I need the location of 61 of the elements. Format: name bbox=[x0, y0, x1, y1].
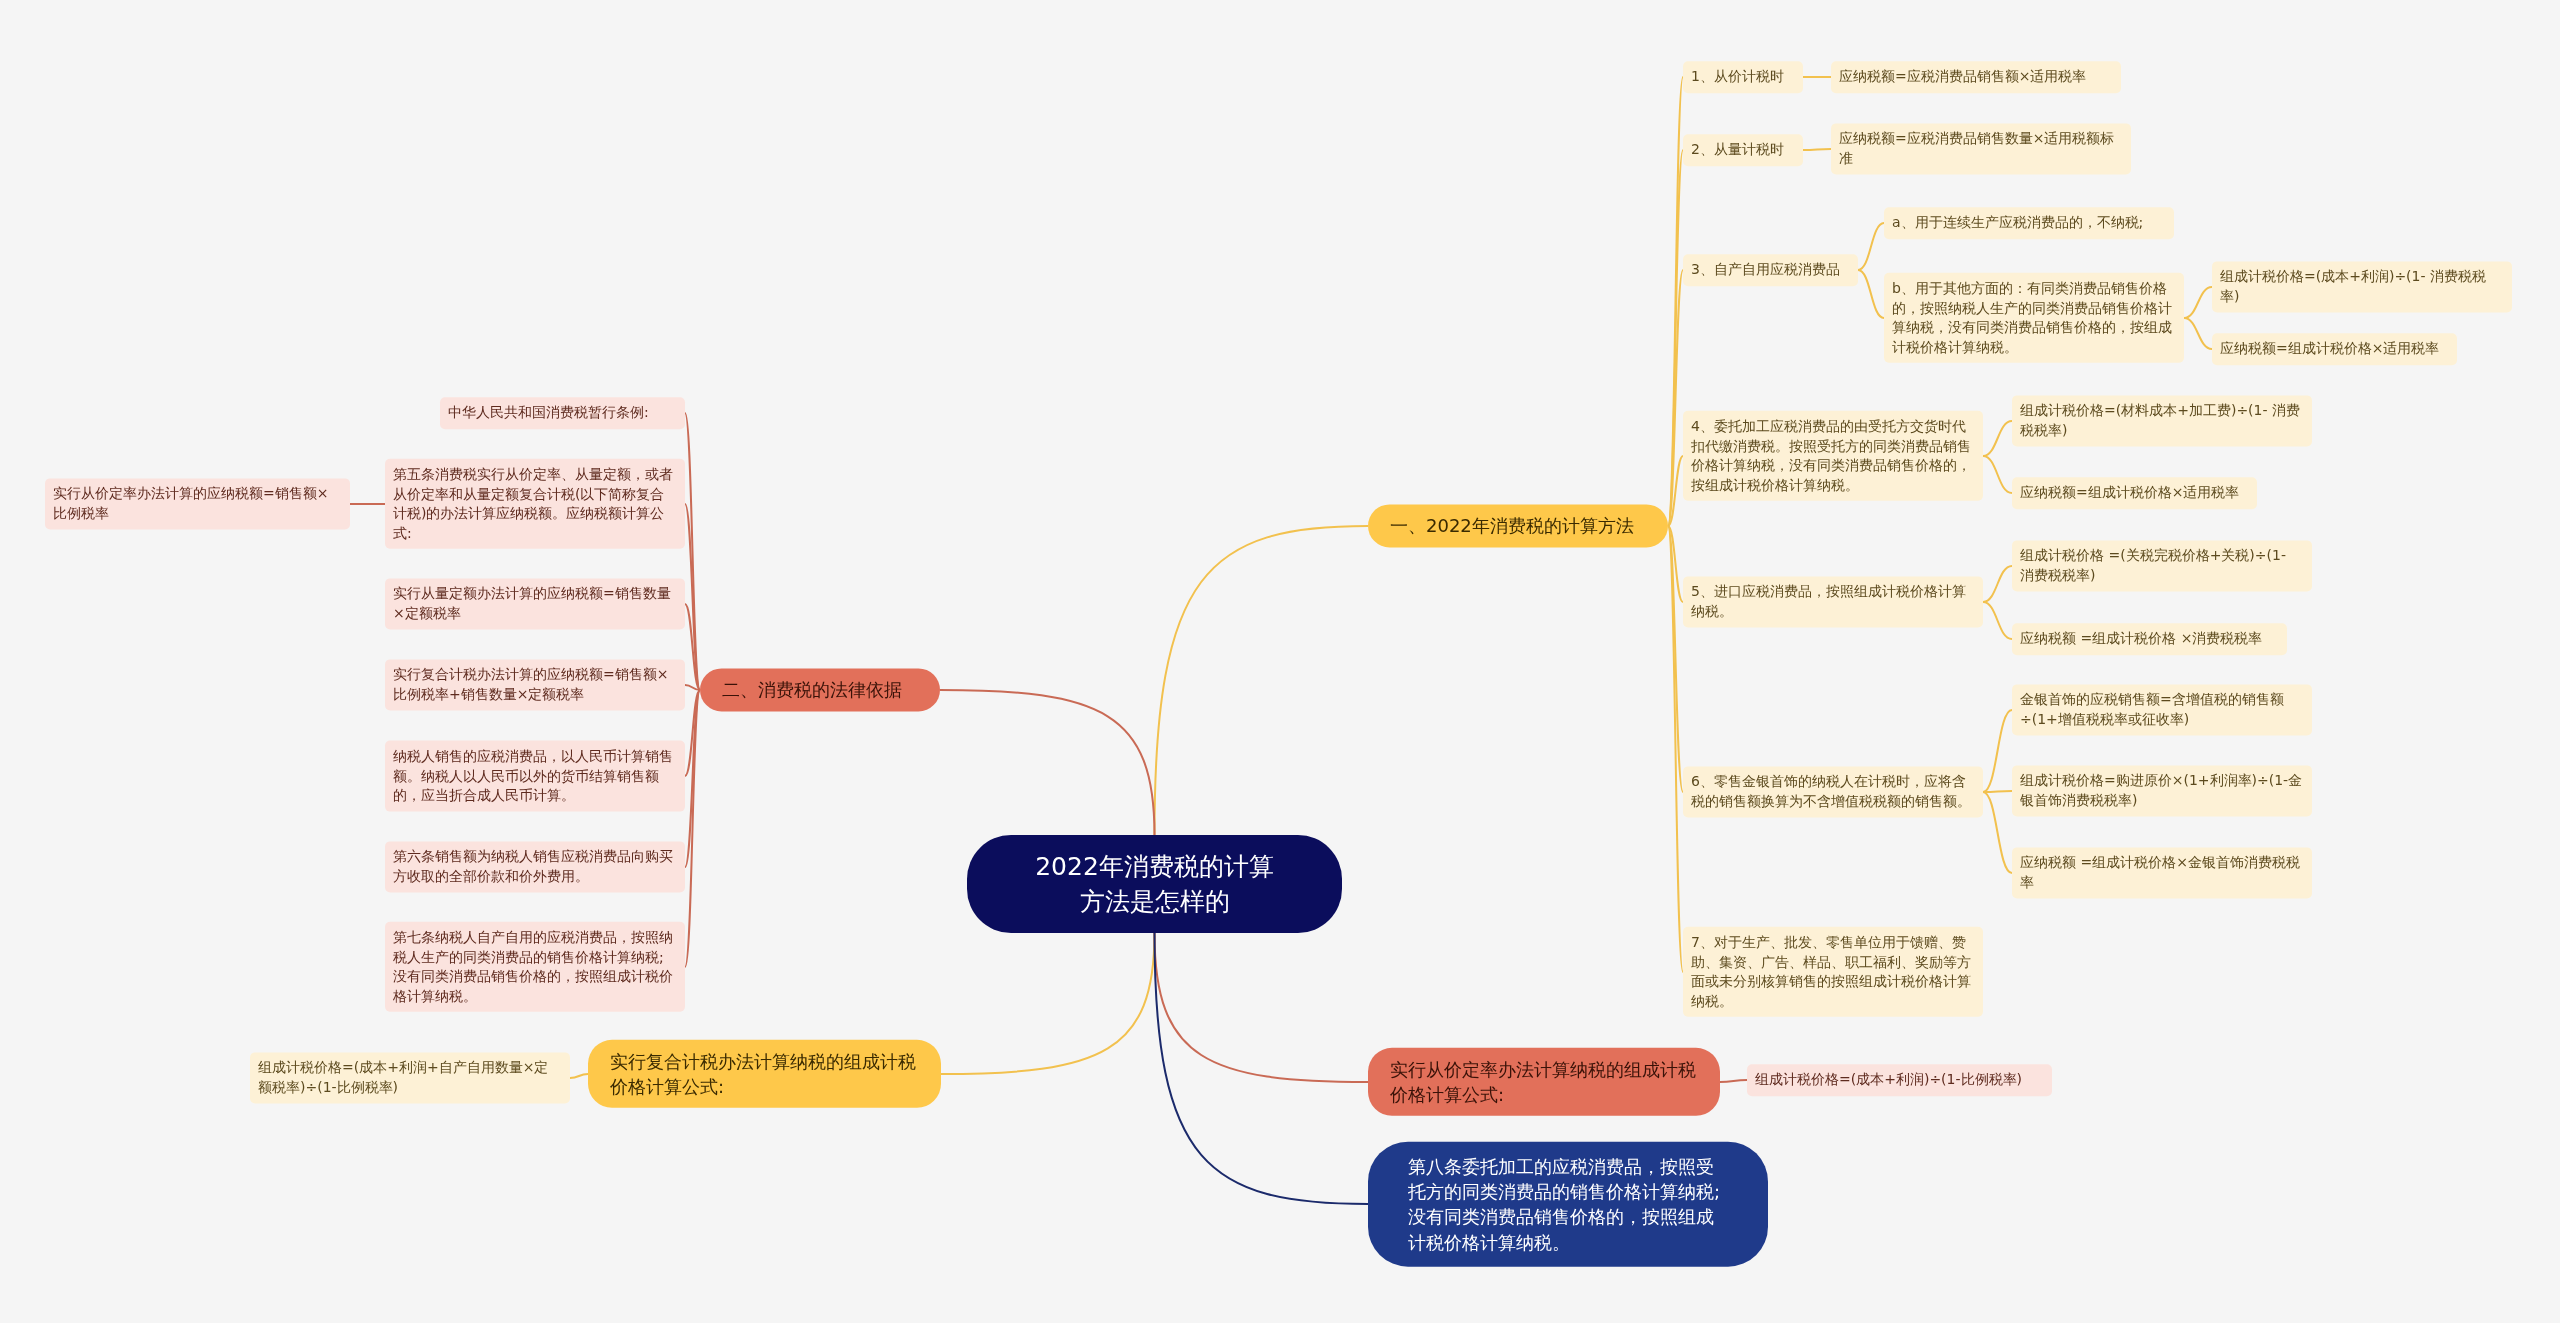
subtopic-card: 5、进口应税消费品，按照组成计税价格计算纳税。 bbox=[1683, 576, 1983, 628]
connector-line bbox=[1667, 269, 1684, 527]
subtopic-card: 组成计税价格 =(关税完税价格+关税)÷(1- 消费税税率) bbox=[2012, 540, 2312, 592]
connector-line bbox=[1982, 791, 2013, 874]
subtopic-card: 实行从价定率办法计算的应纳税额=销售额×比例税率 bbox=[45, 478, 350, 530]
central-topic: 2022年消费税的计算方法是怎样的 bbox=[967, 835, 1342, 933]
subtopic-card: 组成计税价格=(成本+利润)÷(1-比例税率) bbox=[1747, 1064, 2052, 1096]
connector-line bbox=[1982, 455, 2013, 494]
connector-line bbox=[2183, 317, 2213, 350]
connector-line bbox=[684, 603, 701, 691]
branch-topic: 实行从价定率办法计算纳税的组成计税价格计算公式: bbox=[1368, 1047, 1720, 1117]
subtopic-card: 第五条消费税实行从价定率、从量定额，或者从价定率和从量定额复合计税(以下简称复合计税)的办法计算应纳税额。应纳税额计算公式: bbox=[385, 458, 685, 550]
branch-topic: 实行复合计税办法计算纳税的组成计税价格计算公式: bbox=[588, 1039, 941, 1109]
connector-line bbox=[684, 684, 701, 691]
subtopic-card: 1、从价计税时 bbox=[1683, 61, 1803, 93]
subtopic-card: 第七条纳税人自产自用的应税消费品，按照纳税人生产的同类消费品的销售价格计算纳税;没有同类消费品销售价格的，按照组成计税价格计算纳税。 bbox=[385, 921, 685, 1013]
subtopic-card: 6、零售金银首饰的纳税人在计税时，应将含税的销售额换算为不含增值税税额的销售额。 bbox=[1683, 766, 1983, 818]
subtopic-card: 应纳税额=组成计税价格×适用税率 bbox=[2012, 477, 2257, 509]
subtopic-card: 应纳税额=组成计税价格×适用税率 bbox=[2212, 333, 2457, 365]
subtopic-card: b、用于其他方面的：有同类消费品销售价格的，按照纳税人生产的同类消费品销售价格计算纳税，没有同类消费品销售价格的，按组成计税价格计算纳税。 bbox=[1884, 272, 2184, 364]
branch-topic: 一、2022年消费税的计算方法 bbox=[1368, 504, 1668, 548]
connector-line bbox=[939, 689, 1156, 836]
subtopic-card: 应纳税额=应税消费品销售额×适用税率 bbox=[1831, 61, 2121, 93]
connector-line bbox=[1719, 1079, 1748, 1083]
subtopic-card: 应纳税额=应税消费品销售数量×适用税额标准 bbox=[1831, 123, 2131, 175]
connector-line bbox=[1802, 76, 1832, 78]
subtopic-card: 组成计税价格=(材料成本+加工费)÷(1- 消费税税率) bbox=[2012, 395, 2312, 447]
subtopic-card: 纳税人销售的应税消费品，以人民币计算销售额。纳税人以人民币以外的货币结算销售额的，应当折合成人民币计算。 bbox=[385, 740, 685, 812]
subtopic-card: 4、委托加工应税消费品的由受托方交货时代扣代缴消费税。按照受托方的同类消费品销售价格计算纳税，没有同类消费品销售价格的，按组成计税价格计算纳税。 bbox=[1683, 410, 1983, 502]
connector-line bbox=[1857, 269, 1885, 319]
connector-line bbox=[569, 1073, 589, 1079]
subtopic-card: 金银首饰的应税销售额=含增值税的销售额÷(1+增值税税率或征收率) bbox=[2012, 684, 2312, 736]
subtopic-card: 7、对于生产、批发、零售单位用于馈赠、赞助、集资、广告、样品、职工福利、奖励等方面或未分别核算销售的按照组成计税价格计算纳税。 bbox=[1683, 926, 1983, 1018]
subtopic-card: 3、自产自用应税消费品 bbox=[1683, 254, 1858, 286]
branch-topic: 二、消费税的法律依据 bbox=[700, 668, 940, 712]
connector-line bbox=[1667, 455, 1684, 527]
connector-line bbox=[1802, 148, 1832, 151]
subtopic-card: 2、从量计税时 bbox=[1683, 134, 1803, 166]
subtopic-card: 应纳税额 =组成计税价格×金银首饰消费税税率 bbox=[2012, 847, 2312, 899]
connector-line bbox=[1667, 525, 1684, 603]
connector-line bbox=[1982, 420, 2013, 457]
subtopic-card: a、用于连续生产应税消费品的，不纳税; bbox=[1884, 207, 2174, 239]
branch-topic: 第八条委托加工的应税消费品，按照受托方的同类消费品的销售价格计算纳税;没有同类消费品销售价格的，按照组成计税价格计算纳税。 bbox=[1368, 1141, 1768, 1267]
connector-line bbox=[1667, 525, 1684, 793]
connector-line bbox=[940, 932, 1156, 1075]
connector-line bbox=[1857, 222, 1885, 271]
subtopic-card: 组成计税价格=(成本+利润+自产自用数量×定额税率)÷(1-比例税率) bbox=[250, 1052, 570, 1104]
subtopic-card: 组成计税价格=(成本+利润)÷(1- 消费税税率) bbox=[2212, 261, 2512, 313]
connector-line bbox=[1153, 525, 1369, 836]
connector-line bbox=[349, 503, 386, 505]
subtopic-card: 组成计税价格=购进原价×(1+利润率)÷(1-金银首饰消费税税率) bbox=[2012, 765, 2312, 817]
subtopic-card: 第六条销售额为纳税人销售应税消费品向购买方收取的全部价款和价外费用。 bbox=[385, 841, 685, 893]
connector-line bbox=[1982, 709, 2013, 793]
subtopic-card: 实行从量定额办法计算的应纳税额=销售数量×定额税率 bbox=[385, 578, 685, 630]
connector-line bbox=[1153, 932, 1369, 1205]
connector-line bbox=[1982, 601, 2013, 640]
subtopic-card: 应纳税额 =组成计税价格 ×消费税税率 bbox=[2012, 623, 2287, 655]
subtopic-card: 中华人民共和国消费税暂行条例: bbox=[440, 397, 685, 429]
subtopic-card: 实行复合计税办法计算的应纳税额=销售额×比例税率+销售数量×定额税率 bbox=[385, 659, 685, 711]
connector-line bbox=[684, 689, 701, 777]
connector-line bbox=[1982, 565, 2013, 603]
